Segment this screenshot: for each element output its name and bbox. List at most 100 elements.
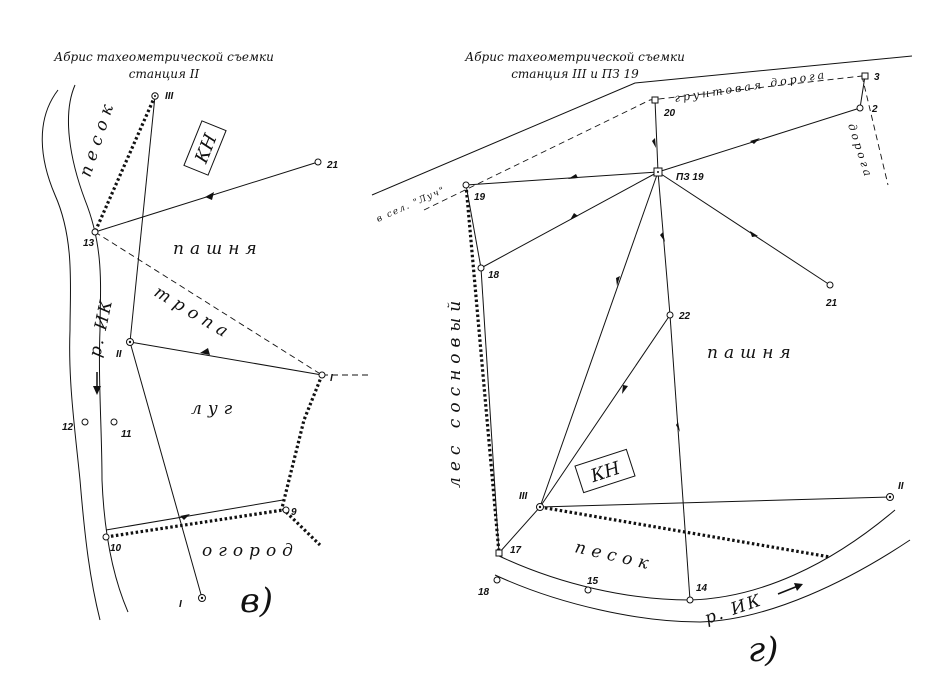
left-figure-label: в) [240, 581, 273, 621]
right-point-2 [856, 104, 864, 112]
right-line-pz19-22 [657, 171, 671, 316]
right-label-17: 17 [510, 545, 522, 556]
right-point-14 [686, 596, 694, 604]
left-river-bank-west [41, 89, 101, 621]
left-label-I: I [330, 373, 333, 384]
left-boundary-garden [280, 374, 324, 547]
left-label-21: 21 [326, 160, 339, 171]
right-arrow-9 [676, 422, 680, 432]
right-dirt-road-label: грунтовая дорога [673, 68, 828, 105]
left-line-II-I [129, 341, 323, 376]
right-line-III-II [539, 496, 891, 508]
right-road-label: дорога [845, 122, 875, 181]
right-river-bank-south [494, 539, 911, 623]
right-line-19-18 [465, 184, 482, 269]
right-label-18b: 18 [478, 587, 490, 598]
right-arrow-3 [570, 213, 578, 220]
right-line-pz19-2 [657, 107, 861, 173]
right-label-II: II [898, 481, 904, 492]
right-title-line1: Абрис тахеометрической съемки [464, 50, 685, 64]
right-arrow-8 [622, 385, 628, 394]
right-station-III [536, 503, 544, 511]
left-label-12: 12 [62, 422, 74, 433]
right-arrow-6 [652, 138, 656, 148]
right-arrow-2 [568, 174, 578, 179]
left-boundary-garden-south [105, 508, 284, 539]
right-point-20 [651, 96, 659, 104]
right-river-label: р. ИК [702, 590, 765, 628]
left-meadow-label: луг [191, 399, 238, 419]
right-label-pz19: ПЗ 19 [676, 172, 704, 183]
left-river-label: р. ИК [85, 297, 117, 360]
right-dirt-road [423, 75, 863, 211]
right-line-22-III [539, 314, 671, 508]
right-line-19-pz19 [465, 171, 659, 186]
right-river-flow-arrow [777, 585, 799, 595]
left-label-II: II [116, 349, 122, 360]
left-line-10-9 [105, 499, 284, 531]
left-river-flow-arrowhead [93, 386, 101, 395]
right-title-line2: станция III и ПЗ 19 [511, 67, 639, 81]
left-point-21 [314, 158, 322, 166]
right-label-22: 22 [678, 311, 691, 322]
left-station-III [151, 92, 159, 100]
right-point-17 [495, 549, 503, 557]
right-point-3 [861, 72, 869, 80]
right-field-label: пашня [707, 343, 797, 363]
right-line-20-pz19 [654, 99, 659, 173]
right-figure-label: г) [748, 630, 778, 670]
right-forest-boundary [464, 184, 501, 554]
right-label-14: 14 [696, 583, 708, 594]
right-line-pz19-III [539, 171, 659, 508]
right-label-III: III [519, 491, 528, 502]
right-line-22-14 [669, 314, 691, 601]
left-label-13: 13 [83, 238, 95, 249]
right-label-2: 2 [871, 104, 878, 115]
left-kn-box: КН [183, 120, 227, 176]
right-point-15 [584, 586, 592, 594]
right-river-flow-arrowhead [794, 583, 803, 591]
left-label-I-south: I [179, 599, 182, 610]
right-label-3: 3 [874, 72, 880, 83]
left-arrow-2 [200, 348, 210, 355]
left-point-9 [282, 506, 290, 514]
left-point-13 [91, 228, 99, 236]
left-label-10: 10 [110, 543, 122, 554]
right-label-20: 20 [663, 108, 676, 119]
left-path-trail [94, 231, 323, 376]
left-line-II-I-south [129, 341, 203, 599]
right-label-21: 21 [825, 298, 838, 309]
right-arrow-7 [616, 276, 620, 286]
left-station-II [126, 338, 134, 346]
right-point-21 [826, 281, 834, 289]
left-title-line1: Абрис тахеометрической съемки [53, 50, 274, 64]
left-label-9: 9 [291, 507, 297, 518]
right-to-village-label: в сел. "Луч" [375, 185, 447, 224]
left-label-III: III [165, 91, 174, 102]
right-sand-boundary [539, 505, 831, 559]
right-arrow-5 [660, 232, 665, 242]
right-point-19 [462, 181, 470, 189]
right-road-edge-outer [371, 55, 913, 196]
left-sand-label: песок [76, 96, 120, 179]
right-sand-label: песок [573, 537, 656, 575]
right-label-19: 19 [474, 192, 486, 203]
right-label-15: 15 [587, 576, 599, 587]
left-line-III-II [129, 95, 156, 343]
left-point-12 [81, 418, 89, 426]
right-arrow-4 [750, 231, 758, 237]
right-station-II [886, 493, 894, 501]
right-point-pz19 [653, 167, 663, 177]
left-point-10 [102, 533, 110, 541]
left-point-I [318, 371, 326, 379]
left-field-label: пашня [173, 239, 263, 259]
right-line-III-17 [498, 506, 541, 554]
left-garden-label: огород [202, 541, 299, 561]
right-line-pz19-21 [657, 171, 831, 286]
right-arrow-1 [750, 138, 760, 144]
right-forest-label: лес сосновый [445, 295, 465, 488]
sketch-station-2: Абрис тахеометрической съемки станция II… [41, 50, 372, 621]
left-label-11: 11 [121, 429, 132, 440]
right-line-2-3 [859, 75, 866, 109]
